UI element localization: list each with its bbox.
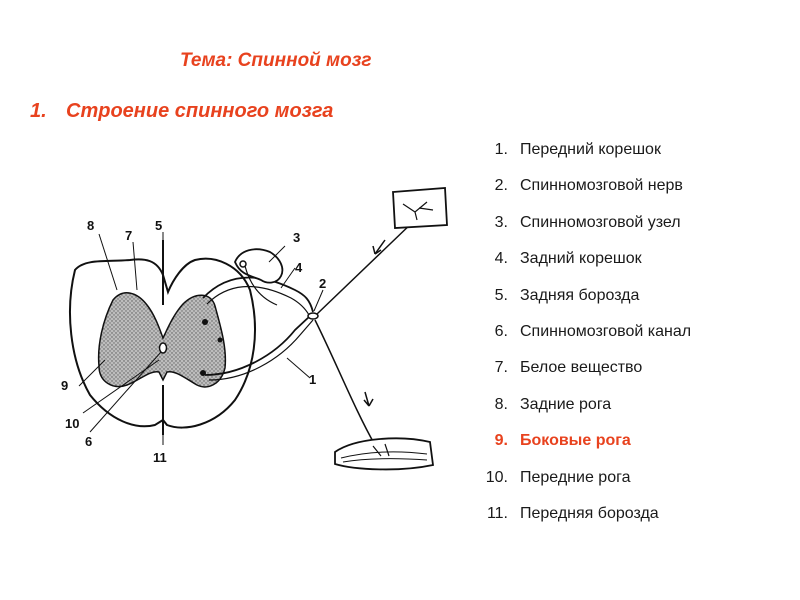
efferent-fiber xyxy=(314,319,376,446)
label-5: 5 xyxy=(155,218,162,233)
legend-number: 2. xyxy=(494,177,508,195)
legend-number: 7. xyxy=(494,359,508,377)
legend-item: 10. Передние рога xyxy=(458,466,691,502)
legend-label: Спинномозговой канал xyxy=(520,322,692,340)
legend-label: Задняя борозда xyxy=(520,286,640,304)
legend-number: 9. xyxy=(494,432,508,450)
afferent-fiber xyxy=(316,219,416,315)
legend-label: Передняя борозда xyxy=(520,504,659,522)
label-3: 3 xyxy=(293,230,300,245)
label-1: 1 xyxy=(309,372,316,387)
legend-item: 1. Передний корешок xyxy=(458,138,691,174)
legend-number: 3. xyxy=(494,213,508,231)
legend-label: Задние рога xyxy=(520,395,612,413)
ventral-root xyxy=(204,315,311,376)
legend-item-highlighted: 9. Боковые рога xyxy=(458,429,691,465)
spinal-cord-diagram: 1 2 3 4 5 6 7 8 9 10 11 xyxy=(61,187,448,471)
legend-item: 11. Передняя борозда xyxy=(458,502,691,538)
label-7: 7 xyxy=(125,228,132,243)
label-11: 11 xyxy=(153,450,167,465)
legend-label: Передние рога xyxy=(520,468,631,486)
section-title: Строение спинного мозга xyxy=(66,100,334,122)
label-2: 2 xyxy=(319,276,326,291)
page-title: Тема: Спинной мозг xyxy=(180,50,372,71)
legend-number: 10. xyxy=(485,468,508,486)
legend-label: Передний корешок xyxy=(520,141,661,158)
legend-label: Боковые рога xyxy=(520,432,631,450)
legend-label: Спинномозговой нерв xyxy=(520,177,683,195)
legend-number: 6. xyxy=(494,322,508,340)
legend-item: 6. Спинномозговой канал xyxy=(458,320,691,356)
spinal-nerve-node xyxy=(307,312,319,320)
dorsal-root xyxy=(202,276,314,313)
legend-number: 11. xyxy=(486,504,508,522)
section-number: 1. xyxy=(30,100,47,122)
legend-item: 7. Белое вещество xyxy=(458,356,691,392)
label-9: 9 xyxy=(61,378,68,393)
legend-item: 4. Задний корешок xyxy=(458,247,691,283)
legend-item: 8. Задние рога xyxy=(458,393,691,429)
legend-item: 5. Задняя борозда xyxy=(458,284,691,320)
legend-item: 2. Спинномозговой нерв xyxy=(458,174,691,210)
legend-label: Спинномозговой узел xyxy=(520,213,681,231)
label-8: 8 xyxy=(87,218,94,233)
legend-label: Задний корешок xyxy=(520,250,642,268)
section-heading: 1. Строение спинного мозга xyxy=(30,100,333,123)
central-canal xyxy=(158,342,168,354)
legend-number: 4. xyxy=(494,250,508,268)
grey-matter xyxy=(97,292,227,388)
label-4: 4 xyxy=(295,260,303,275)
muscle xyxy=(334,437,434,471)
legend-number: 8. xyxy=(494,395,508,413)
spinal-ganglion xyxy=(234,248,284,284)
label-6: 6 xyxy=(85,434,92,449)
label-10: 10 xyxy=(65,416,79,431)
legend-item: 3. Спинномозговой узел xyxy=(458,211,691,247)
legend-list: 1. Передний корешок 2. Спинномозговой нерв… xyxy=(458,138,691,538)
legend-label: Белое вещество xyxy=(520,359,643,377)
legend-number: 1. xyxy=(494,141,508,158)
legend-number: 5. xyxy=(494,286,508,304)
neuron-icons xyxy=(200,319,223,376)
